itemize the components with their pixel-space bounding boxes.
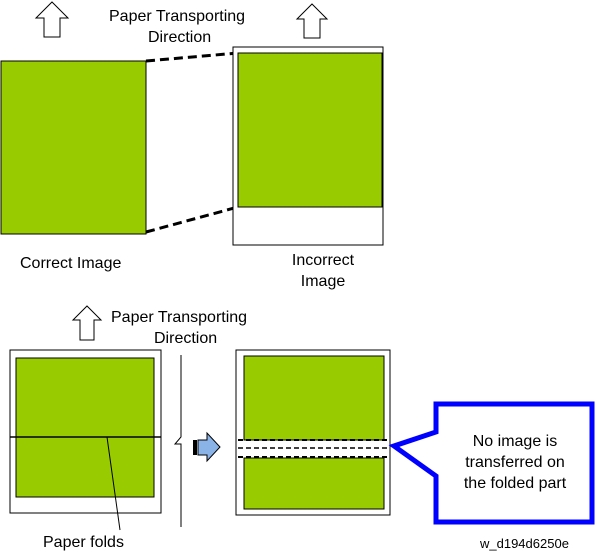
callout-text-line1: No image is xyxy=(472,433,558,450)
divider-line xyxy=(173,355,182,527)
callout-text-line2: transferred on xyxy=(465,454,565,471)
fold-leader-line xyxy=(106,436,121,531)
top-direction-label-line1: Paper Transporting xyxy=(109,8,246,25)
projection-line-bottom xyxy=(145,205,239,234)
figure-code-label: w_d194d6250e xyxy=(480,536,569,551)
bottom-direction-label-line1: Paper Transporting xyxy=(111,309,248,326)
callout-text-line3: the folded part xyxy=(463,475,567,492)
up-arrow-icon xyxy=(71,305,103,341)
up-arrow-icon xyxy=(34,1,70,38)
incorrect-image-label-line1: Incorrect xyxy=(291,252,355,269)
bottom-direction-label-line2: Direction xyxy=(154,330,218,347)
image-lower-part xyxy=(15,436,155,498)
correct-image-label: Correct Image xyxy=(20,255,122,272)
paper-folds-label: Paper folds xyxy=(43,534,124,551)
callout-box xyxy=(388,401,595,525)
incorrect-image-label-line2: Image xyxy=(300,273,346,290)
result-image-lower xyxy=(243,457,385,510)
result-image-upper xyxy=(243,355,385,441)
process-arrow-tail xyxy=(193,440,197,455)
up-arrow-icon xyxy=(295,3,329,39)
incorrect-image-block xyxy=(237,52,383,208)
image-upper-part xyxy=(15,357,155,438)
top-direction-label-line2: Direction xyxy=(148,29,212,46)
projection-line-top xyxy=(145,51,239,63)
correct-image-block xyxy=(0,60,147,235)
process-arrow-icon xyxy=(197,431,221,463)
